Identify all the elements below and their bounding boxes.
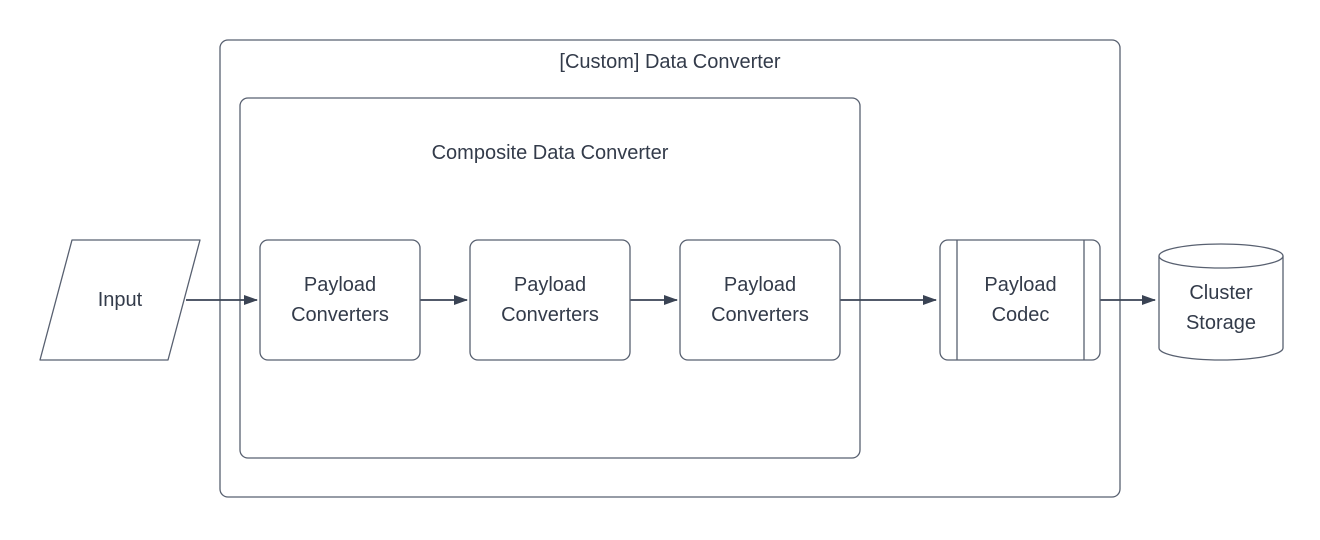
input-shape	[39, 239, 201, 361]
payload-converters-3-shape	[679, 239, 841, 361]
cluster-storage-body	[1158, 256, 1284, 361]
cluster-storage-top	[1158, 243, 1284, 269]
payload-converters-2-shape	[469, 239, 631, 361]
payload-converters-1-shape	[259, 239, 421, 361]
composite-data-converter-container	[239, 97, 861, 459]
payload-codec-shape	[939, 239, 1101, 361]
custom-data-converter-container	[219, 39, 1121, 498]
